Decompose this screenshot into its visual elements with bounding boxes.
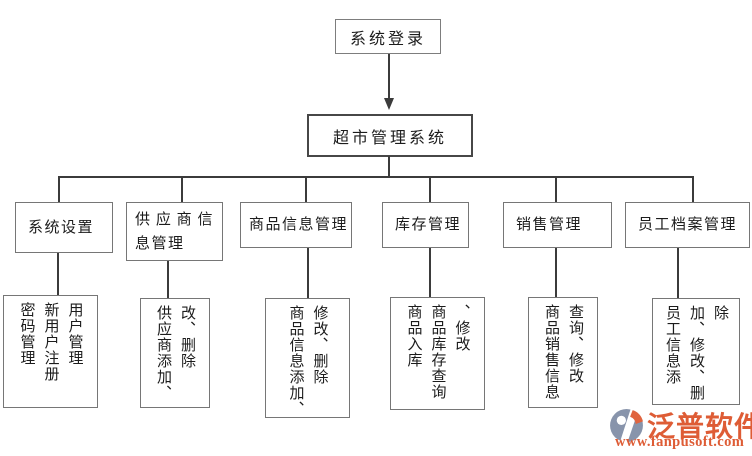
arrowhead-down-icon — [384, 98, 394, 110]
leaf-system-settings-text: 密码管理 新用户注册 用户管理 — [18, 302, 83, 382]
connector-leaf-1 — [57, 253, 59, 295]
node-inventory: 库存管理 — [382, 202, 469, 248]
connector-leaf-3 — [307, 248, 309, 298]
connector-drop-4 — [429, 176, 431, 203]
leaf-inventory-text: 商品入库 商品库存查询 、修改 — [405, 304, 470, 400]
connector-leaf-5 — [555, 248, 557, 297]
connector-bus — [58, 176, 694, 178]
connector-drop-3 — [305, 176, 307, 203]
leaf-employee-functions: 员工信息添 加、修改、删 除 — [652, 298, 740, 405]
node-system-login-label: 系统登录 — [349, 30, 426, 48]
leaf-supplier-text: 供应商添加、 改、删除 — [155, 305, 195, 401]
node-product-info: 商品信息管理 — [240, 202, 352, 248]
arrow-line-login-to-root — [388, 54, 390, 99]
connector-root-trunk — [388, 156, 390, 178]
connector-leaf-4 — [429, 248, 431, 297]
node-employee-archive: 员工档案管理 — [625, 202, 750, 248]
node-sales-label: 销售管理 — [516, 217, 583, 233]
leaf-product-functions: 商品信息添加、 修改、删除 — [265, 298, 350, 418]
node-product-info-label: 商品信息管理 — [249, 217, 349, 233]
node-root-system-label: 超市管理系统 — [332, 129, 447, 147]
leaf-inventory-functions: 商品入库 商品库存查询 、修改 — [390, 297, 485, 410]
connector-leaf-6 — [677, 248, 679, 298]
node-inventory-label: 库存管理 — [395, 217, 462, 233]
connector-drop-2 — [181, 176, 183, 203]
connector-drop-6 — [692, 176, 694, 203]
connector-drop-5 — [555, 176, 557, 203]
node-system-settings: 系统设置 — [15, 202, 113, 253]
leaf-employee-text: 员工信息添 加、修改、删 除 — [664, 305, 728, 401]
watermark: 泛普软件 www.fanpusoft.com — [606, 404, 752, 456]
node-supplier-info-label: 供应商信息管理 — [135, 212, 214, 252]
leaf-sales-functions: 商品销售信息 查询、修改 — [528, 297, 598, 408]
node-sales: 销售管理 — [503, 202, 612, 248]
node-supplier-info: 供应商信息管理 — [126, 202, 223, 261]
watermark-url: www.fanpusoft.com — [615, 434, 745, 450]
watermark-brand: 泛普软件 — [647, 412, 752, 443]
connector-leaf-2 — [167, 261, 169, 298]
node-root-system: 超市管理系统 — [307, 114, 473, 157]
node-system-login: 系统登录 — [335, 19, 441, 54]
leaf-product-text: 商品信息添加、 修改、删除 — [287, 305, 328, 417]
leaf-system-settings-functions: 密码管理 新用户注册 用户管理 — [3, 295, 98, 408]
node-employee-archive-label: 员工档案管理 — [638, 217, 738, 233]
connector-drop-1 — [58, 176, 60, 203]
fanpu-logo-icon — [610, 407, 643, 444]
node-system-settings-label: 系统设置 — [28, 219, 95, 236]
leaf-supplier-functions: 供应商添加、 改、删除 — [140, 298, 210, 408]
leaf-sales-text: 商品销售信息 查询、修改 — [543, 304, 583, 400]
